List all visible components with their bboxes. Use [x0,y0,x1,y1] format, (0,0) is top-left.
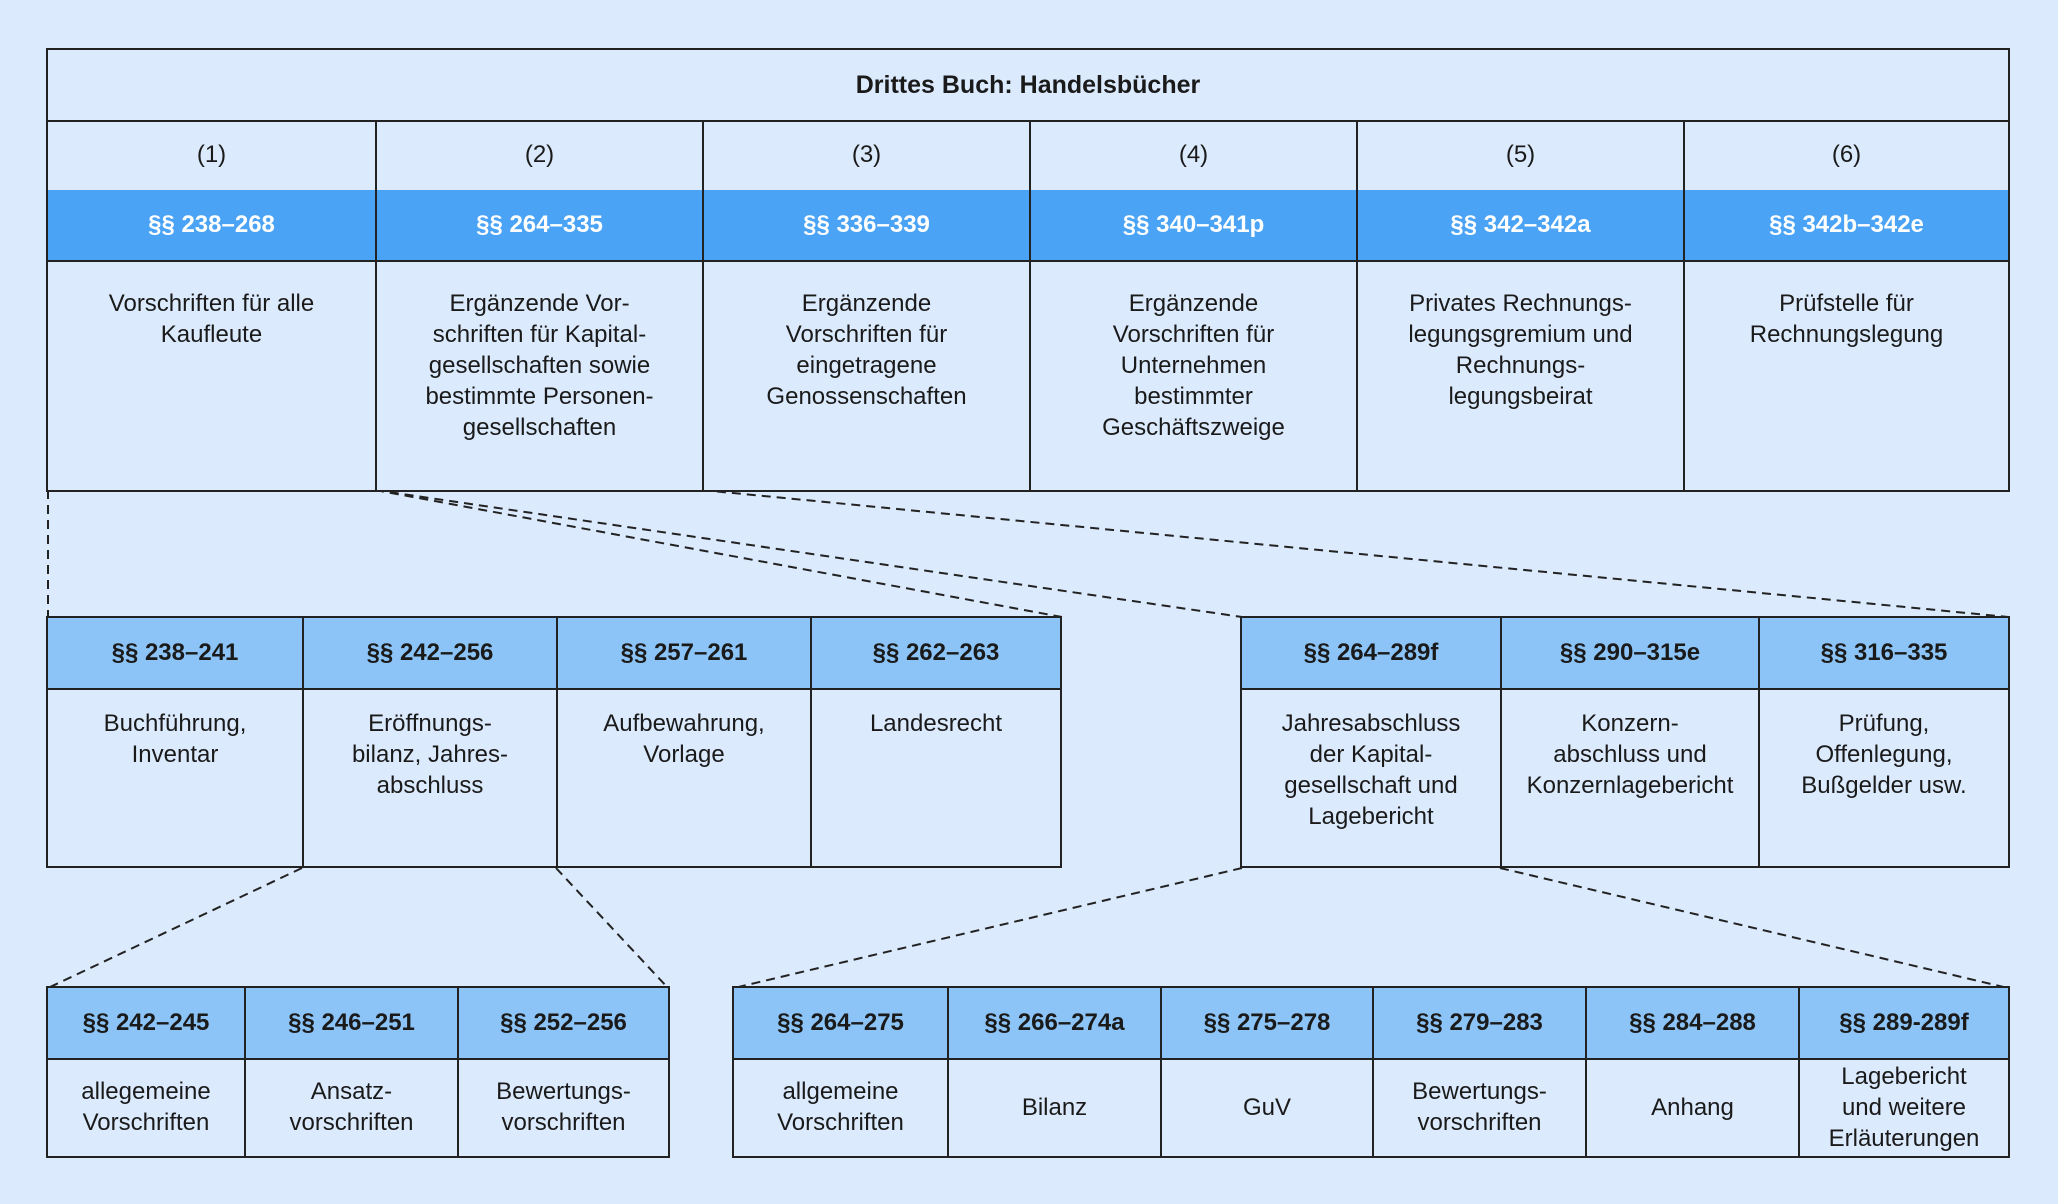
mid-left-column: §§ 262–263 Landesrecht [810,618,1060,866]
column-description: Konzern- abschluss und Konzernlageberich… [1526,710,1734,799]
bottom-right-column: §§ 266–274a Bilanz [947,988,1160,1156]
column-description: Anhang [1651,1093,1734,1121]
section-header: §§ 336–339 [704,190,1029,260]
connector-line [374,489,1243,618]
column-description: Lagebericht und weitere Erläuterungen [1828,1062,1980,1152]
connector-line [47,867,303,989]
mid-left-table: §§ 238–241 Buchführung, Inventar §§ 242–… [46,616,1062,868]
section-header: §§ 275–278 [1162,988,1372,1058]
mid-right-column: §§ 290–315e Konzern- abschluss und Konze… [1500,618,1758,866]
column-description: Aufbewahrung, Vorlage [603,710,765,768]
bottom-right-column: §§ 289-289f Lagebericht und weitere Erlä… [1798,988,2008,1156]
section-header: §§ 266–274a [949,988,1160,1058]
column-description: allegemeine Vorschriften [81,1078,211,1136]
column-number: (4) [1178,141,1209,168]
section-header: §§ 246–251 [246,988,457,1058]
connector-line [733,867,1243,989]
column-description: Buchführung, Inventar [103,710,247,768]
section-header: §§ 279–283 [1374,988,1585,1058]
column-number: (6) [1831,141,1862,168]
section-header: §§ 284–288 [1587,988,1798,1058]
connector-line [374,489,1063,618]
section-header: §§ 257–261 [558,618,810,688]
table-title: Drittes Buch: Handelsbücher [48,50,2008,122]
bottom-left-table: §§ 242–245 allegemeine Vorschriften §§ 2… [46,986,670,1158]
mid-right-table: §§ 264–289f Jahresabschluss der Kapital-… [1240,616,2010,868]
section-header: §§ 316–335 [1760,618,2008,688]
section-header: §§ 264–275 [734,988,947,1058]
section-header: §§ 238–241 [48,618,302,688]
column-description: Prüfstelle für Rechnungslegung [1749,290,1944,348]
connector-line [701,489,2009,618]
top-column: (4) §§ 340–341p Ergänzende Vorschriften … [1029,120,1356,490]
top-column: (6) §§ 342b–342e Prüfstelle für Rechnung… [1683,120,2008,490]
connector-line [1499,867,2009,989]
connector-line [555,867,669,989]
bottom-right-column: §§ 284–288 Anhang [1585,988,1798,1156]
column-number: (1) [196,141,227,168]
bottom-left-column: §§ 242–245 allegemeine Vorschriften [48,988,244,1156]
bottom-right-table: §§ 264–275 allgemeine Vorschriften §§ 26… [732,986,2010,1158]
section-header: §§ 290–315e [1502,618,1758,688]
section-header: §§ 342b–342e [1685,190,2008,260]
top-column: (2) §§ 264–335 Ergänzende Vor- schriften… [375,120,702,490]
section-header: §§ 264–289f [1242,618,1500,688]
column-description: Ansatz- vorschriften [289,1078,414,1136]
top-column: (5) §§ 342–342a Privates Rechnungs- legu… [1356,120,1683,490]
mid-right-column: §§ 316–335 Prüfung, Offenlegung, Bußgeld… [1758,618,2008,866]
top-column: (3) §§ 336–339 Ergänzende Vorschriften f… [702,120,1029,490]
bottom-right-column: §§ 275–278 GuV [1160,988,1372,1156]
bottom-left-column: §§ 252–256 Bewertungs- vorschriften [457,988,668,1156]
section-header: §§ 342–342a [1358,190,1683,260]
column-description: Vorschriften für alle Kaufleute [108,290,315,348]
column-description: Ergänzende Vorschriften für Unternehmen … [1102,290,1285,441]
section-header: §§ 289-289f [1800,988,2008,1058]
top-column: (1) §§ 238–268 Vorschriften für alle Kau… [48,120,375,490]
column-number: (3) [851,141,882,168]
column-description: allgemeine Vorschriften [777,1078,904,1136]
section-header: §§ 262–263 [812,618,1060,688]
column-description: Ergänzende Vorschriften für eingetragene… [766,290,967,410]
column-description: Ergänzende Vor- schriften für Kapital- g… [425,290,654,441]
section-header: §§ 252–256 [459,988,668,1058]
mid-left-column: §§ 242–256 Eröffnungs- bilanz, Jahres- a… [302,618,556,866]
column-description: Bewertungs- vorschriften [496,1078,631,1136]
section-header: §§ 264–335 [377,190,702,260]
mid-left-column: §§ 257–261 Aufbewahrung, Vorlage [556,618,810,866]
column-number: (2) [524,141,555,168]
mid-right-column: §§ 264–289f Jahresabschluss der Kapital-… [1242,618,1500,866]
column-description: Jahresabschluss der Kapital- gesellschaf… [1281,710,1461,830]
section-header: §§ 242–245 [48,988,244,1058]
column-number: (5) [1505,141,1536,168]
column-description: Landesrecht [869,710,1003,737]
top-table: Drittes Buch: Handelsbücher (1) §§ 238–2… [46,48,2010,492]
column-description: Privates Rechnungs- legungsgremium und R… [1408,290,1633,410]
mid-left-column: §§ 238–241 Buchführung, Inventar [48,618,302,866]
bottom-left-column: §§ 246–251 Ansatz- vorschriften [244,988,457,1156]
column-description: GuV [1242,1093,1292,1121]
column-description: Bilanz [1021,1093,1088,1121]
column-description: Bewertungs- vorschriften [1412,1078,1547,1136]
bottom-right-column: §§ 264–275 allgemeine Vorschriften [734,988,947,1156]
section-header: §§ 340–341p [1031,190,1356,260]
section-header: §§ 242–256 [304,618,556,688]
section-header: §§ 238–268 [48,190,375,260]
bottom-right-column: §§ 279–283 Bewertungs- vorschriften [1372,988,1585,1156]
column-description: Prüfung, Offenlegung, Bußgelder usw. [1801,710,1967,799]
column-description: Eröffnungs- bilanz, Jahres- abschluss [351,710,509,799]
